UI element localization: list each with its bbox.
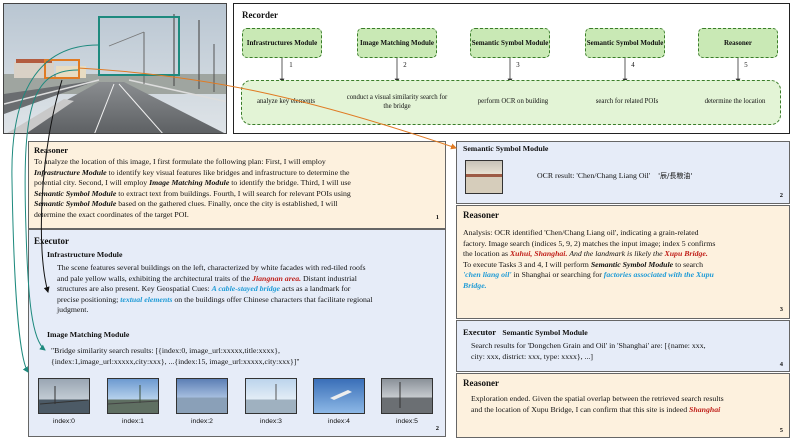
text-line: To execute Tasks 3 and 4, I will perform… bbox=[463, 260, 787, 271]
text-span: and pale yellow walls, exhibiting the ar… bbox=[57, 273, 253, 283]
thumb-label-0: index:0 bbox=[53, 418, 75, 425]
reasoner-panel-3: Reasoner Exploration ended. Given the sp… bbox=[456, 373, 790, 438]
text-span: on the buildings offer Chinese character… bbox=[172, 294, 373, 304]
text-span: and the location of Xupu Bridge, I can c… bbox=[471, 404, 690, 414]
executor-module: Semantic Symbol Module bbox=[502, 328, 588, 337]
panel-number: 3 bbox=[779, 306, 783, 313]
text-line: structures are also present. Key Geospat… bbox=[57, 284, 442, 295]
thumb-label-3: index:3 bbox=[260, 418, 282, 425]
highlight-span: Xuhui, Shanghai. bbox=[509, 249, 568, 259]
thumbnail-0 bbox=[38, 378, 90, 414]
text-line: "Bridge similarity search results: [{ind… bbox=[51, 346, 280, 355]
highlight-span: Shanghai bbox=[689, 404, 721, 414]
module-reasoner: Reasoner bbox=[698, 28, 778, 58]
thumbnail-5 bbox=[381, 378, 433, 414]
step-number-5: 5 bbox=[744, 62, 748, 69]
text-line: {index:1,image_url:xxxxx,city:xxx}, ...{… bbox=[51, 356, 300, 366]
text-span: structures are also present. Key Geospat… bbox=[57, 284, 212, 294]
text-span: To execute Tasks 3 and 4, I will perform bbox=[463, 259, 591, 269]
step-number-2: 2 bbox=[403, 62, 407, 69]
thumbnail-1 bbox=[107, 378, 159, 414]
module-label: Image Matching Module bbox=[360, 38, 434, 47]
text-line: and pale yellow walls, exhibiting the ar… bbox=[57, 274, 442, 285]
text-span: And the landmark is likely the bbox=[567, 249, 665, 259]
reasoner-title: Reasoner bbox=[463, 378, 499, 388]
module-label: Semantic Symbol Module bbox=[471, 38, 549, 47]
text-span: to search bbox=[673, 259, 703, 269]
step-number-3: 3 bbox=[516, 62, 520, 69]
thumb-label-5: index:5 bbox=[396, 418, 418, 425]
module-infrastructures: Infrastructures Module bbox=[242, 28, 322, 58]
text-span: based on the gathered clues. Finally, on… bbox=[116, 199, 338, 209]
executor2-header: Executor Semantic Symbol Module bbox=[463, 327, 588, 337]
thumb-label-4: index:4 bbox=[328, 418, 350, 425]
module-semantic-symbol-4: Semantic Symbol Module bbox=[585, 28, 665, 58]
module-label: Semantic Symbol Module bbox=[586, 38, 664, 47]
executor-panel-2: Executor Semantic Symbol Module Search r… bbox=[456, 320, 790, 372]
text-line: Exploration ended. Given the spatial ove… bbox=[471, 394, 724, 403]
thumbnail-3 bbox=[245, 378, 297, 414]
ocr-chinese: '辰/長粮油' bbox=[658, 172, 693, 180]
final-conclusion-text: Exploration ended. Given the spatial ove… bbox=[471, 394, 787, 415]
semantic-symbol-panel: Semantic Symbol Module OCR result: 'Chen… bbox=[456, 141, 790, 204]
action-3: perform OCR on building bbox=[477, 98, 549, 105]
panel-number: 1 bbox=[435, 214, 439, 221]
text-line: The scene features several buildings on … bbox=[57, 263, 366, 272]
reasoner-title: Reasoner bbox=[463, 210, 499, 220]
panel-number: 5 bbox=[779, 427, 783, 434]
module-label: Reasoner bbox=[724, 38, 752, 47]
text-line: 'chen liang oil' in Shanghai or searchin… bbox=[463, 270, 787, 281]
module-label: Infrastructures Module bbox=[246, 38, 318, 47]
panel-number: 2 bbox=[779, 192, 783, 199]
poi-search-results: Search results for 'Dongchen Grain and O… bbox=[471, 341, 786, 362]
ocr-text: OCR result: 'Chen/Chang Liang Oil' bbox=[537, 171, 651, 180]
highlight-span: textual elements bbox=[120, 294, 173, 304]
thumbnail-2 bbox=[176, 378, 228, 414]
highlight-span: A cable-stayed bridge bbox=[211, 284, 281, 294]
ocr-crop-image bbox=[465, 160, 503, 194]
text-span: to identify the bridge. Third, I will us… bbox=[229, 178, 351, 188]
text-span: in Shanghai or searching for bbox=[511, 270, 604, 280]
text-line: factory. Image search (indices 5, 9, 2) … bbox=[463, 238, 716, 248]
text-span: Distant industrial bbox=[301, 273, 357, 283]
reasoner-panel-2: Reasoner Analysis: OCR identified 'Chen/… bbox=[456, 205, 790, 319]
highlight-span: Bridge. bbox=[463, 280, 487, 290]
module-image-matching: Image Matching Module bbox=[357, 28, 437, 58]
recorder-title: Recorder bbox=[242, 10, 278, 20]
thumb-label-2: index:2 bbox=[191, 418, 213, 425]
text-line: city: xxx, district: xxx, type: xxxx}, .… bbox=[471, 351, 593, 361]
thumb-label-1: index:1 bbox=[122, 418, 144, 425]
matching-results-text: "Bridge similarity search results: [{ind… bbox=[51, 346, 441, 367]
text-span: acts as a landmark for bbox=[280, 284, 351, 294]
text-span: the location as bbox=[463, 249, 510, 259]
panel-number: 2 bbox=[435, 425, 439, 432]
module-semantic-symbol-3: Semantic Symbol Module bbox=[470, 28, 550, 58]
text-line: the location as Xuhui, Shanghai. And the… bbox=[463, 249, 787, 260]
text-line: To analyze the location of this image, I… bbox=[34, 157, 326, 166]
text-span: to identify key visual features like bri… bbox=[106, 167, 350, 177]
executor-title: Executor bbox=[463, 327, 497, 337]
module-ref: Image Matching Module bbox=[149, 178, 230, 188]
step-number-1: 1 bbox=[289, 62, 293, 69]
action-5: determine the location bbox=[704, 98, 766, 105]
reasoner-analysis-text: Analysis: OCR identified 'Chen/Chang Lia… bbox=[463, 228, 787, 292]
highlight-span: 'chen liang oil' bbox=[463, 270, 512, 280]
text-line: and the location of Xupu Bridge, I can c… bbox=[471, 405, 787, 416]
step-number-4: 4 bbox=[631, 62, 635, 69]
semantic-title: Semantic Symbol Module bbox=[463, 144, 549, 153]
text-line: Analysis: OCR identified 'Chen/Chang Lia… bbox=[463, 228, 699, 237]
highlight-span: Jiangnan area. bbox=[252, 273, 302, 283]
text-span: to extract text from buildings. Fourth, … bbox=[116, 188, 351, 198]
module-ref: Semantic Symbol Module bbox=[590, 259, 674, 269]
text-line: determine the exact coordinates of the t… bbox=[34, 209, 189, 219]
text-line: Search results for 'Dongchen Grain and O… bbox=[471, 341, 706, 350]
highlight-span: factories associated with the Xupu bbox=[603, 270, 714, 280]
panel-number: 4 bbox=[779, 361, 783, 368]
action-4: search for related POIs bbox=[595, 98, 659, 105]
highlight-span: Xupu Bridge. bbox=[664, 249, 708, 259]
ocr-result: OCR result: 'Chen/Chang Liang Oil' '辰/長粮… bbox=[537, 171, 692, 182]
